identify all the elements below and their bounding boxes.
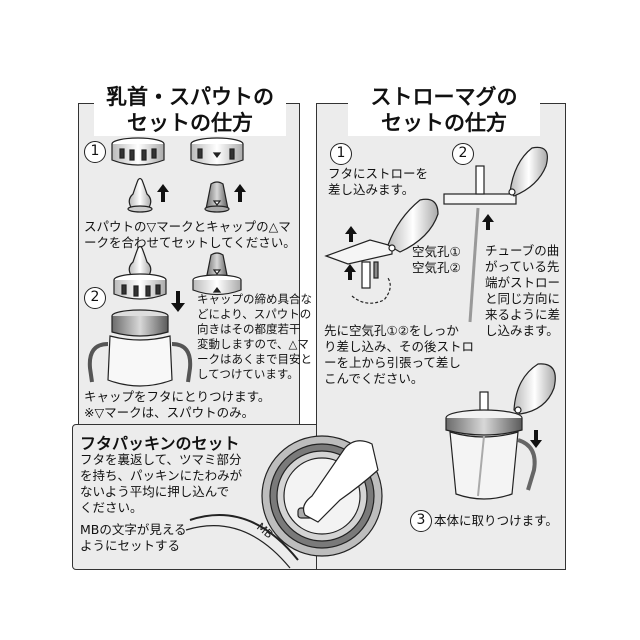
up-arrow-icon [482, 214, 494, 230]
up-arrow-icon [345, 226, 357, 242]
down-arrow-icon [171, 291, 185, 312]
nipple-illustration [128, 179, 152, 213]
up-arrow-icon [234, 184, 246, 202]
lid-packing-illustration [262, 436, 382, 556]
straw-lid-illustration [326, 199, 438, 303]
up-arrow-icon [157, 184, 169, 202]
cap-illustration [191, 138, 243, 165]
straw-mug-illustration [446, 364, 555, 499]
nipple-cap-illustration [114, 247, 166, 300]
straw-lid-assembled-illustration [444, 147, 547, 322]
bottle-illustration [90, 310, 190, 386]
spout-illustration [205, 182, 229, 212]
cap-illustration [112, 138, 164, 165]
up-arrow-icon [344, 264, 356, 280]
spout-cap-illustration [193, 253, 241, 295]
down-arrow-icon [530, 430, 542, 448]
